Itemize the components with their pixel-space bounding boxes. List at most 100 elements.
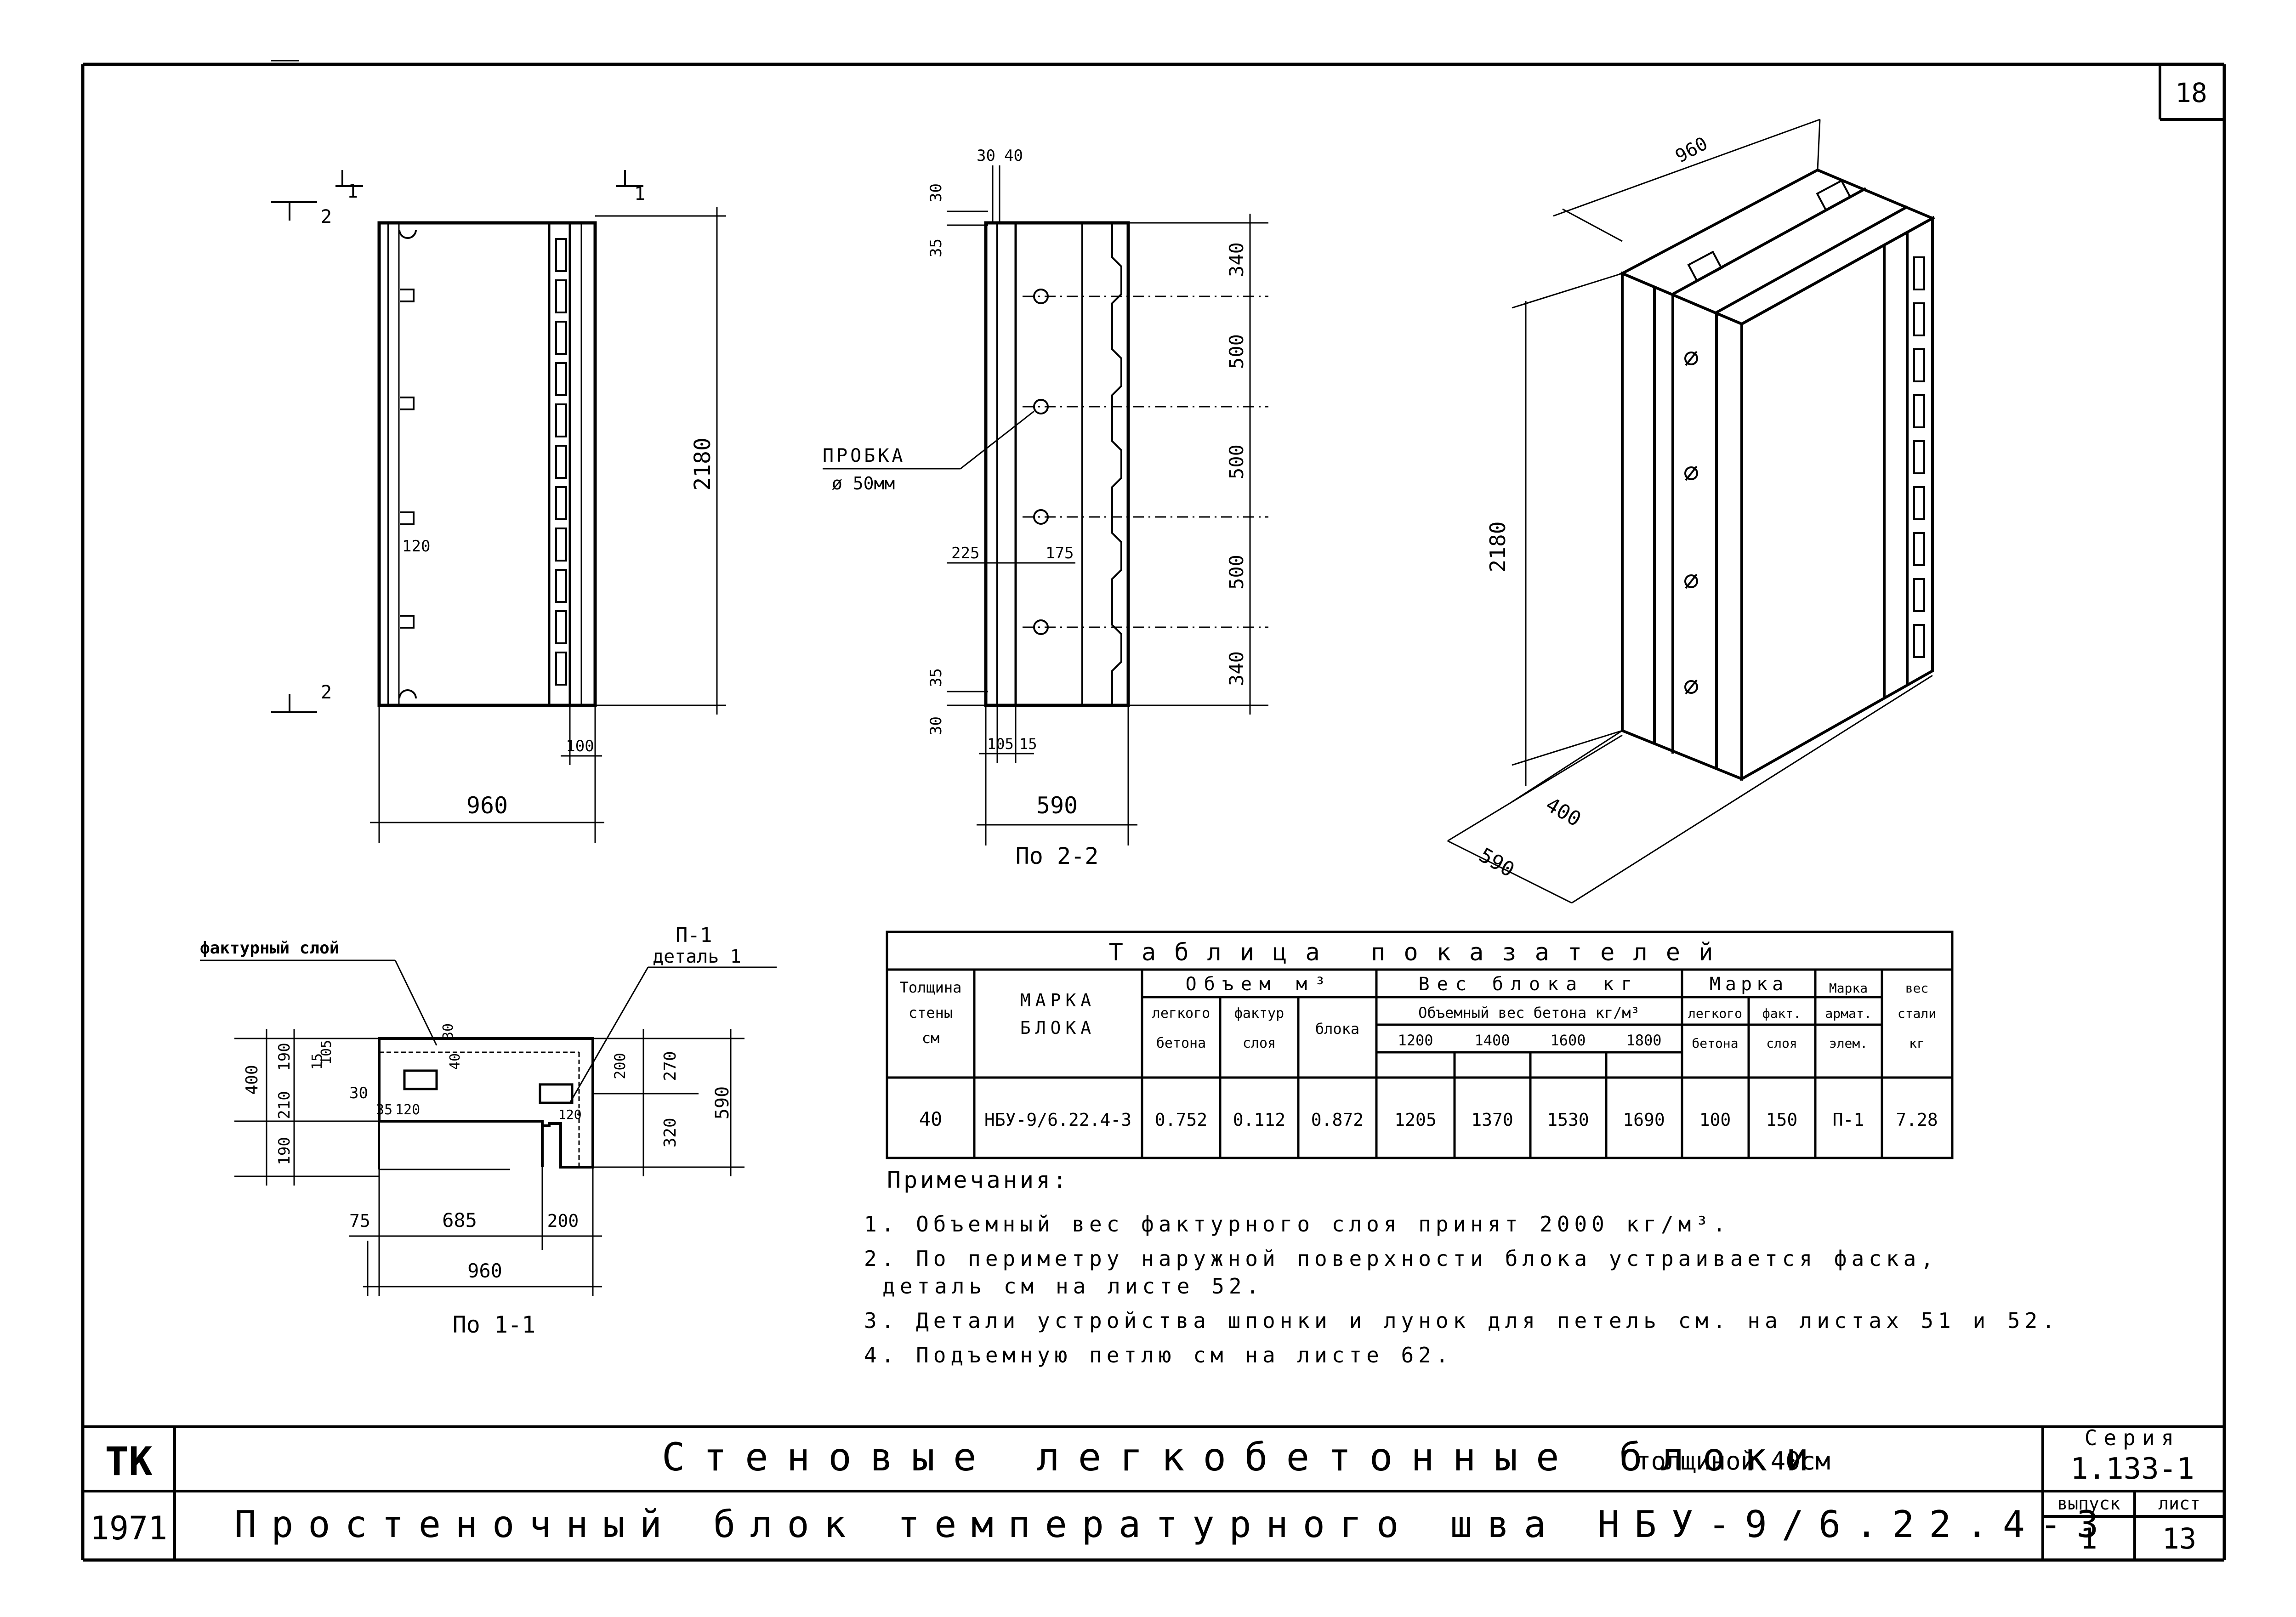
cell-w1400: 1370	[1471, 1110, 1513, 1130]
sheet-label: лист	[2158, 1493, 2200, 1514]
plug-size: ø 50мм	[832, 473, 895, 494]
side-dim-35-bot: 35	[927, 668, 945, 687]
cell-armat: П-1	[1833, 1110, 1864, 1130]
notes: Примечания: 1. Объемный вес фактурного с…	[864, 1167, 2055, 1367]
plan-dim-120a: 120	[395, 1102, 420, 1118]
front-dim-height: 2180	[690, 437, 716, 491]
iso-dim-width: 960	[1672, 133, 1711, 167]
sheet-number: 13	[2162, 1522, 2197, 1555]
iso-dim-height: 2180	[1485, 522, 1510, 573]
h-vol-light-1: легкого	[1152, 1005, 1210, 1021]
side-dim-35-top: 35	[927, 238, 945, 257]
plan-dim-75: 75	[349, 1211, 370, 1231]
cell-v-light: 0.752	[1155, 1110, 1207, 1130]
h-density-1400: 1400	[1474, 1032, 1510, 1049]
plan-section: фактурный слой П-1 деталь 1	[200, 924, 777, 1338]
side-block-outline	[984, 221, 1130, 707]
plan-dim-105: 105	[318, 1040, 335, 1065]
plan-dim-210: 210	[275, 1091, 294, 1119]
title-block	[83, 1425, 2224, 1560]
side-dim-top-b: 40	[1004, 147, 1023, 165]
series-number: 1.133-1	[2070, 1452, 2194, 1486]
side-spacing-2: 500	[1225, 334, 1248, 369]
section-mark-2-top: 2	[321, 206, 332, 227]
plan-outline	[378, 1037, 594, 1169]
side-dim-top-a: 30	[977, 147, 995, 165]
h-grade-fact-2: слоя	[1766, 1036, 1797, 1051]
plug-holes	[1033, 289, 1049, 635]
h-grade-light-2: бетона	[1692, 1036, 1738, 1051]
plan-dim-15: 15	[309, 1053, 325, 1070]
page-number-box	[2159, 64, 2224, 121]
plan-dim-190b: 190	[275, 1137, 294, 1165]
h-vol-light-2: бетона	[1156, 1035, 1206, 1051]
front-dim-width-lines	[370, 705, 604, 843]
note-1: 1. Объемный вес фактурного слоя принят 2…	[864, 1212, 1730, 1237]
h-armat-2: армат.	[1825, 1006, 1871, 1021]
year: 1971	[90, 1509, 168, 1547]
plan-dim-35: 35	[376, 1102, 392, 1118]
cell-w1200: 1205	[1394, 1110, 1437, 1130]
h-grade-fact-1: факт.	[1762, 1006, 1801, 1021]
side-spacing-3: 500	[1225, 444, 1248, 479]
plan-dim-30a: 30	[349, 1084, 368, 1102]
side-spacing-4: 500	[1225, 555, 1248, 590]
front-dim-slot: 120	[402, 537, 430, 556]
issue-number: 1	[2080, 1522, 2097, 1555]
h-thick-2: стены	[909, 1004, 953, 1021]
series-label: Серия	[2085, 1425, 2180, 1450]
plan-label-p1: П-1	[676, 924, 712, 947]
side-dim-15: 15	[1019, 735, 1037, 753]
section-marks	[271, 170, 643, 713]
front-dim-height-lines	[595, 207, 726, 715]
slot-marks	[398, 229, 417, 699]
notes-heading: Примечания:	[887, 1167, 1069, 1193]
plan-dim-190a: 190	[275, 1043, 294, 1071]
indicators-table: Таблица показателей Толщина стены см МАР…	[886, 930, 1954, 1159]
side-dim-225: 225	[951, 544, 979, 562]
h-steel-3: кг	[1909, 1036, 1925, 1051]
plan-dim-200b: 200	[547, 1211, 579, 1231]
h-weight-sub: Объемный вес бетона кг/м³	[1418, 1004, 1640, 1021]
org-code: ТК	[105, 1439, 153, 1485]
plan-dim-960: 960	[467, 1260, 502, 1282]
side-dim-width: 590	[1036, 792, 1078, 819]
plan-label-facing: фактурный слой	[200, 939, 339, 958]
side-dim-175: 175	[1046, 544, 1074, 562]
plan-dim-200a: 200	[611, 1053, 629, 1079]
title-sub: Простеночный блок температурного шва НБУ…	[234, 1503, 2113, 1546]
iso-dim-590: 590	[1475, 843, 1518, 882]
side-dim-top-lines	[947, 165, 1000, 226]
plan-caption: По 1-1	[453, 1311, 536, 1338]
iso-front-face	[1621, 271, 1743, 781]
h-mark-2: БЛОКА	[1020, 1018, 1096, 1038]
side-spacing-5: 340	[1225, 651, 1248, 686]
cell-mark: НБУ-9/6.22.4-3	[984, 1110, 1131, 1130]
section-mark-1-right: 1	[634, 183, 645, 204]
cell-w1800: 1690	[1623, 1110, 1665, 1130]
section-mark-1-left: 1	[347, 181, 358, 202]
side-dim-30-bot: 30	[927, 716, 945, 735]
h-vol-block: блока	[1315, 1020, 1359, 1038]
h-grade-light-1: легкого	[1688, 1006, 1742, 1021]
isometric-view	[1447, 119, 1936, 904]
iso-dim-400: 400	[1542, 793, 1585, 831]
h-volume: Объем м³	[1186, 974, 1333, 995]
h-density-1800: 1800	[1626, 1032, 1661, 1049]
note-2: 2. По периметру наружной поверхности бло…	[864, 1246, 1938, 1271]
front-dim-bottom: 100	[566, 737, 594, 755]
plan-dim-590: 590	[712, 1086, 733, 1119]
front-elevation: 120 2180 960 100 2 1 1 2	[271, 170, 726, 843]
plan-dim-685: 685	[442, 1209, 477, 1231]
h-density-1600: 1600	[1550, 1032, 1586, 1049]
cell-w1600: 1530	[1547, 1110, 1589, 1130]
h-thick-1: Толщина	[900, 979, 962, 996]
h-grade: Марка	[1710, 974, 1788, 995]
side-caption: По 2-2	[1016, 843, 1099, 869]
key-grooves	[555, 238, 567, 686]
title-suffix: толщиной 40см	[1636, 1447, 1830, 1475]
cell-grade-light: 100	[1699, 1110, 1731, 1130]
side-centerlines	[1023, 295, 1268, 628]
side-dim-105: 105	[987, 735, 1014, 753]
